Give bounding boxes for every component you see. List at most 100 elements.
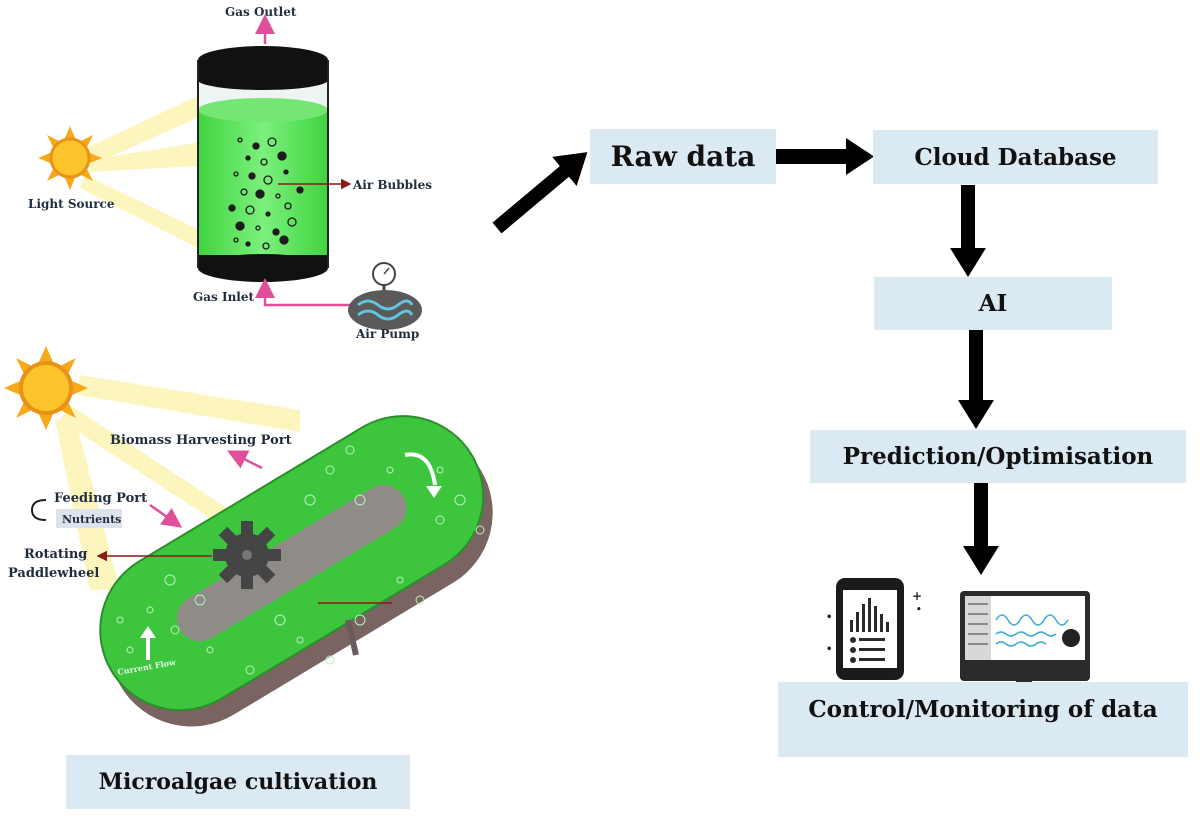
pond-bubble	[396, 576, 404, 584]
air-pump-icon	[348, 262, 422, 330]
arrow-to-raw-data	[492, 152, 588, 234]
prediction-label: Prediction/Optimisation	[842, 443, 1154, 470]
pond-bubble	[116, 616, 124, 624]
pond-bubble	[354, 494, 366, 506]
bubble	[296, 186, 304, 194]
bubble	[237, 137, 243, 143]
pond-bubble	[345, 445, 355, 455]
bubble	[262, 242, 270, 250]
pond-bubble	[325, 465, 335, 475]
bubble	[245, 241, 251, 247]
sun-icon	[4, 346, 88, 430]
pond-bubble	[325, 655, 335, 665]
photobioreactor: Light Source Gas Outlet Air Bubbles Gas …	[28, 5, 432, 341]
gas-inlet-label: Gas Inlet	[193, 290, 254, 304]
pond-bubble	[164, 574, 176, 586]
pond-bubble	[304, 494, 316, 506]
raceway-pond: Current Flow Biomass Harvesting Port Fee…	[4, 346, 493, 727]
pond-bubble	[454, 494, 466, 506]
gas-inlet-line	[255, 278, 352, 307]
bubble	[265, 211, 271, 217]
pond-light-beams	[55, 375, 300, 590]
svg-text:•: •	[916, 605, 922, 615]
pond-bubble	[126, 646, 134, 654]
raw-data-label: Raw data	[610, 140, 756, 173]
ai-box: AI	[874, 277, 1112, 330]
microalgae-caption: Microalgae cultivation	[98, 769, 378, 795]
pond-divider	[176, 485, 407, 642]
arrow-cloud-to-ai	[950, 185, 986, 277]
pond-bubbles	[116, 445, 485, 675]
svg-text:•: •	[826, 612, 832, 623]
pond-bubble	[354, 614, 366, 626]
cloud-database-label: Cloud Database	[914, 143, 1117, 171]
bubble	[279, 235, 289, 245]
bubble	[235, 221, 245, 231]
pond-bubble	[194, 594, 206, 606]
gas-outlet-label: Gas Outlet	[225, 5, 297, 19]
raw-data-box: Raw data	[590, 129, 776, 184]
paddlewheel-icon	[213, 521, 281, 589]
monitor-icon	[960, 591, 1090, 692]
bubble	[272, 228, 280, 236]
bubble	[245, 155, 251, 161]
arrow-ai-to-prediction	[958, 330, 994, 429]
bubble	[255, 225, 261, 231]
air-pump-label: Air Pump	[355, 327, 419, 341]
svg-text:+: +	[912, 589, 922, 603]
pond-bubble	[245, 665, 255, 675]
air-bubbles	[228, 137, 304, 250]
smartphone-icon: • + • •	[826, 578, 922, 680]
feeding-port-label: Feeding Port	[54, 491, 147, 506]
bubble	[240, 188, 248, 196]
pond-bubble	[170, 625, 180, 635]
biomass-port-label: Biomass Harvesting Port	[110, 433, 292, 448]
bubble	[267, 137, 277, 147]
pond-bubble	[475, 525, 485, 535]
current-flow-arrowhead-top	[426, 486, 442, 498]
control-monitoring-box: Control/Monitoring of data	[778, 682, 1188, 757]
light-beams	[80, 90, 215, 250]
bubble	[284, 202, 292, 210]
current-flow-arrow-top	[404, 452, 437, 486]
bubble	[263, 175, 273, 185]
svg-text:•: •	[826, 644, 832, 655]
bubble	[283, 169, 289, 175]
bubble	[233, 171, 239, 177]
feeding-port-arrow	[149, 503, 183, 528]
bubble	[252, 142, 260, 150]
flow-connectors	[492, 138, 999, 575]
feeding-loop-icon	[30, 499, 47, 521]
bubble	[260, 158, 268, 166]
light-source-label: Light Source	[28, 197, 115, 211]
pond-bubble	[206, 646, 214, 654]
sun-icon	[38, 126, 102, 190]
pond-bubble	[296, 636, 304, 644]
bubble	[255, 189, 265, 199]
control-monitoring-label: Control/Monitoring of data	[808, 696, 1158, 723]
nutrients-box	[56, 509, 122, 528]
pond-bubble	[435, 515, 445, 525]
pond-bubble	[415, 595, 425, 605]
paddlewheel-label-1: Rotating	[24, 547, 87, 562]
bubble	[233, 237, 239, 243]
prediction-box: Prediction/Optimisation	[810, 430, 1186, 483]
bubble	[287, 217, 297, 227]
pond-bubble	[436, 466, 444, 474]
cloud-database-box: Cloud Database	[873, 130, 1158, 184]
caption-box: Microalgae cultivation	[66, 755, 410, 809]
current-flow-arrowhead-bottom	[140, 626, 156, 638]
air-bubbles-label: Air Bubbles	[352, 178, 432, 192]
paddlewheel-label-2: Paddlewheel	[8, 566, 99, 581]
bubble	[277, 151, 287, 161]
arrow-raw-to-cloud	[762, 138, 874, 175]
bubble	[228, 204, 236, 212]
bubble	[275, 193, 281, 199]
biomass-port-arrow	[227, 450, 263, 470]
nutrients-label: Nutrients	[62, 513, 121, 526]
pond-stand	[345, 619, 359, 656]
bubble	[245, 205, 255, 215]
bubble	[248, 172, 256, 180]
ai-label: AI	[978, 290, 1008, 317]
